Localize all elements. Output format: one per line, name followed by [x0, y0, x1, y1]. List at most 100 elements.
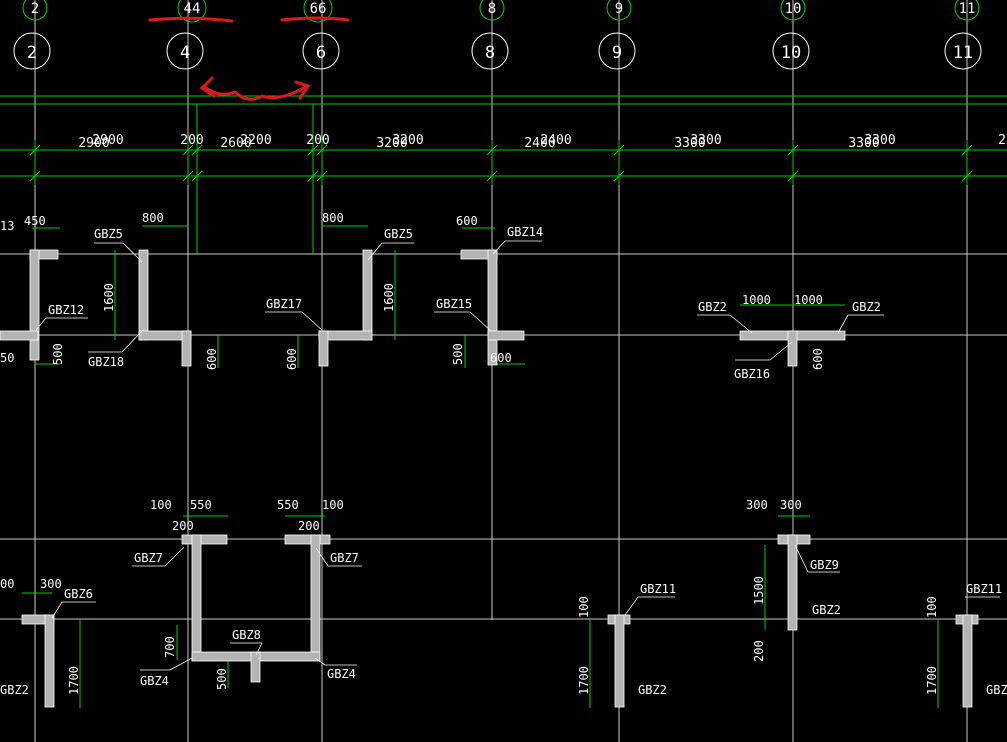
dim-300-c: 300 — [40, 577, 62, 591]
red-underline-66 — [280, 16, 350, 22]
axis-bubble-4 — [166, 32, 204, 70]
label-gbz2-d: GBZ2 — [0, 683, 29, 697]
span-dim-lower-2: 2600 — [220, 136, 251, 151]
dim-100-a: 100 — [150, 498, 172, 512]
span-dim-9: 2 — [998, 133, 1006, 148]
axis-label-11: 11 — [953, 43, 973, 63]
axis-label-10: 10 — [781, 43, 801, 63]
dim-550-b: 550 — [277, 498, 299, 512]
label-gbz4-a: GBZ4 — [140, 674, 169, 688]
top-bubbles — [22, 0, 980, 23]
label-gbz7-b: GBZ7 — [330, 551, 359, 565]
top-label-44: 44 — [184, 1, 201, 17]
dim-1500: 1500 — [752, 576, 766, 605]
axis-bubble-6 — [302, 32, 340, 70]
red-annotations — [148, 16, 350, 101]
span-dim-lower-3: 3200 — [376, 136, 407, 151]
top-label-8: 8 — [488, 1, 496, 17]
dim-100-c: 100 — [577, 596, 591, 618]
span-dim-lower-1: 2900 — [78, 136, 109, 151]
span-dim-2: 200 — [180, 133, 203, 148]
label-gbz16: GBZ16 — [734, 367, 770, 381]
top-labels: 2 44 66 8 9 10 11 — [31, 1, 976, 17]
dim-600-d: 600 — [490, 351, 512, 365]
dim-1600-a: 1600 — [102, 283, 116, 312]
dim-800-a: 800 — [142, 211, 164, 225]
leaders — [35, 240, 1000, 671]
label-gbz2-b: GBZ2 — [852, 300, 881, 314]
dim-800-b: 800 — [322, 211, 344, 225]
label-gbz6: GBZ6 — [64, 587, 93, 601]
axis-label-6: 6 — [316, 43, 326, 63]
dim-200-c: 200 — [752, 640, 766, 662]
span-dim-lower-4: 2400 — [524, 136, 555, 151]
label-gbz18: GBZ18 — [88, 355, 124, 369]
span-dim-7: 3300 — [690, 133, 721, 148]
dim-600-e: 600 — [811, 348, 825, 370]
dim-600-b: 600 — [205, 348, 219, 370]
axis-label-9: 9 — [612, 43, 622, 63]
span-dim-1: 2900 — [92, 133, 123, 148]
red-arrowhead-left — [199, 76, 216, 98]
span-dim-lower-6: 3300 — [848, 136, 879, 151]
walls — [0, 249, 979, 708]
dim-300-b: 300 — [780, 498, 802, 512]
span-dim-3: 2200 — [240, 133, 271, 148]
label-gbz15: GBZ15 — [436, 297, 472, 311]
axis-bubble-8 — [471, 32, 509, 70]
label-gbz2-f: GBZ — [986, 683, 1007, 697]
axis-label-2: 2 — [27, 43, 37, 63]
dim-00: 00 — [0, 577, 14, 591]
label-gbz8: GBZ8 — [232, 628, 261, 642]
dim-700: 700 — [163, 636, 177, 658]
label-gbz9: GBZ9 — [810, 558, 839, 572]
label-gbz2-a: GBZ2 — [698, 300, 727, 314]
label-gbz14: GBZ14 — [507, 225, 543, 239]
dim-1700-a: 1700 — [67, 666, 81, 695]
vertical-dimensions: 1600 1600 500 600 600 500 600 1500 200 7… — [51, 283, 939, 695]
axis-label-8: 8 — [485, 43, 495, 63]
span-dim-6: 2400 — [540, 133, 571, 148]
label-gbz17: GBZ17 — [266, 297, 302, 311]
dim-450: 450 — [24, 214, 46, 228]
top-label-11: 11 — [959, 1, 976, 17]
component-labels: 13 GBZ5 GBZ5 GBZ14 GBZ12 GBZ18 GBZ17 GBZ… — [0, 219, 1007, 697]
axis-label-4: 4 — [180, 43, 190, 63]
dim-200-a: 200 — [172, 519, 194, 533]
dimension-lines — [0, 95, 1007, 708]
top-label-66: 66 — [310, 1, 327, 17]
label-gbz5-a: GBZ5 — [94, 227, 123, 241]
label-gbz4-b: GBZ4 — [327, 667, 356, 681]
axis-bubble-10 — [772, 32, 810, 70]
dim-100-d: 100 — [925, 596, 939, 618]
top-label-10: 10 — [785, 1, 802, 17]
label-gbz12: GBZ12 — [48, 303, 84, 317]
axis-bubbles — [13, 32, 982, 70]
dim-1600-b: 1600 — [382, 283, 396, 312]
label-gbz2-e: GBZ2 — [638, 683, 667, 697]
dim-500-a: 500 — [51, 343, 65, 365]
top-label-9: 9 — [615, 1, 623, 17]
dim-100-b: 100 — [322, 498, 344, 512]
dim-50: 50 — [0, 351, 14, 365]
top-label-2: 2 — [31, 1, 39, 17]
label-gbz5-b: GBZ5 — [384, 227, 413, 241]
span-dim-8: 3300 — [864, 133, 895, 148]
dim-600-a: 600 — [456, 214, 478, 228]
dim-1700-c: 1700 — [925, 666, 939, 695]
dim-500-c: 500 — [215, 668, 229, 690]
label-gbz11-b: GBZ11 — [966, 582, 1002, 596]
dim-1700-b: 1700 — [577, 666, 591, 695]
dim-300-a: 300 — [746, 498, 768, 512]
red-underline-44 — [148, 16, 234, 23]
span-dim-5: 3200 — [392, 133, 423, 148]
axis-bubble-2 — [13, 32, 51, 70]
local-dimensions: 450 800 800 600 1000 1000 600 50 100 550… — [0, 211, 823, 591]
red-arrowhead-right — [294, 80, 311, 100]
axis-bubble-9 — [598, 32, 636, 70]
span-dimensions: 2900 200 2200 200 3200 2400 3300 3300 2 … — [78, 133, 1006, 151]
dim-1000-b: 1000 — [794, 293, 823, 307]
